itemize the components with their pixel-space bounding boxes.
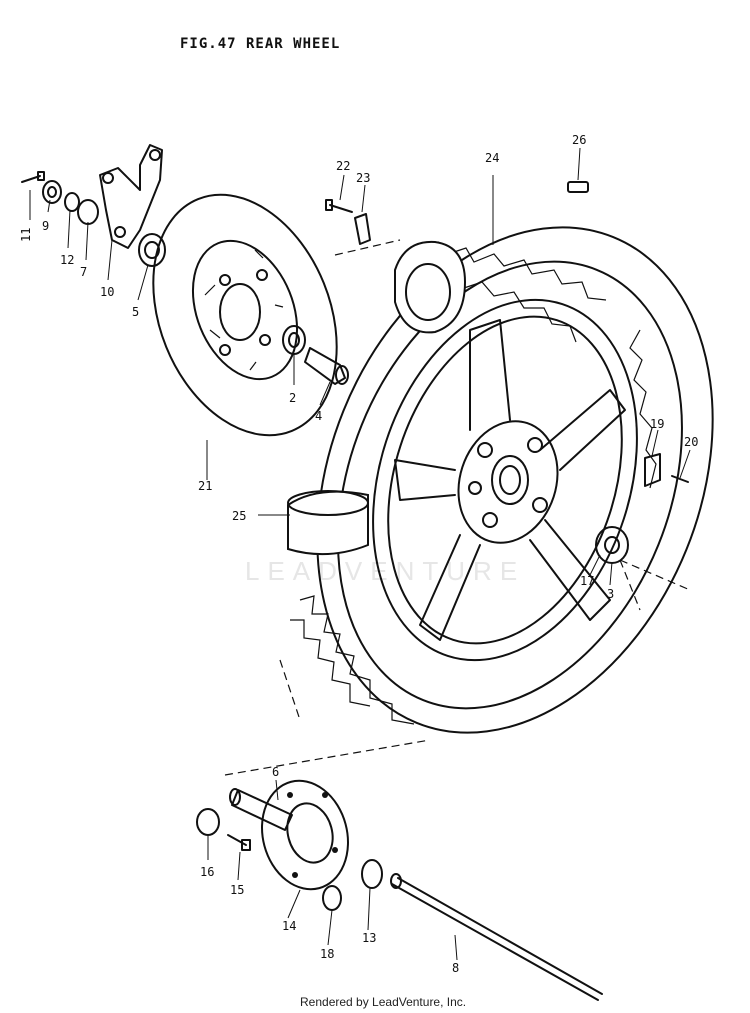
caliper-bracket[interactable] bbox=[99, 144, 163, 249]
lock-washer-23[interactable] bbox=[354, 213, 371, 245]
callout-10: 10 bbox=[100, 285, 114, 299]
callout-8: 8 bbox=[452, 961, 459, 975]
cap-16[interactable] bbox=[196, 808, 220, 836]
callout-25: 25 bbox=[232, 509, 246, 523]
spacer-7[interactable] bbox=[77, 199, 99, 225]
callout-14: 14 bbox=[282, 919, 296, 933]
watermark-text: LEADVENTURE bbox=[245, 556, 525, 586]
stud-15[interactable] bbox=[227, 834, 251, 851]
bolt-20[interactable] bbox=[671, 475, 689, 483]
nut-9[interactable] bbox=[42, 180, 62, 204]
wheel-rim[interactable] bbox=[329, 265, 681, 694]
callout-21: 21 bbox=[198, 479, 212, 493]
bolt-11[interactable] bbox=[21, 171, 45, 183]
tire-section-top bbox=[394, 240, 467, 334]
axle-8[interactable] bbox=[390, 873, 603, 1001]
bolt-22[interactable] bbox=[325, 199, 353, 213]
tire[interactable] bbox=[245, 168, 750, 792]
callout-20: 20 bbox=[684, 435, 698, 449]
valve-cap-26[interactable] bbox=[567, 181, 589, 193]
callout-7: 7 bbox=[80, 265, 87, 279]
callout-12: 12 bbox=[60, 253, 74, 267]
brake-disc[interactable] bbox=[119, 167, 370, 462]
callout-11: 11 bbox=[19, 228, 33, 242]
callout-2: 2 bbox=[289, 391, 296, 405]
bearing-3[interactable] bbox=[595, 526, 629, 564]
callout-4: 4 bbox=[315, 409, 322, 423]
callout-23: 23 bbox=[356, 171, 370, 185]
callout-16: 16 bbox=[200, 865, 214, 879]
washer-12[interactable] bbox=[64, 192, 80, 212]
hub-shaft-6[interactable] bbox=[229, 788, 293, 831]
sprocket-drum[interactable] bbox=[250, 771, 360, 899]
callout-17: 17 bbox=[580, 574, 594, 588]
nut-18[interactable] bbox=[322, 885, 342, 911]
callout-26: 26 bbox=[572, 133, 586, 147]
washer-13[interactable] bbox=[361, 859, 383, 889]
callout-9: 9 bbox=[42, 219, 49, 233]
sleeve-4[interactable] bbox=[304, 347, 349, 385]
balance-weight-19[interactable] bbox=[644, 453, 661, 487]
callout-3: 3 bbox=[607, 587, 614, 601]
callout-18: 18 bbox=[320, 947, 334, 961]
callout-5: 5 bbox=[132, 305, 139, 319]
tire-section-bottom bbox=[287, 490, 369, 556]
footer-credit: Rendered by LeadVenture, Inc. bbox=[300, 995, 467, 1009]
callout-6: 6 bbox=[272, 765, 279, 779]
figure-title: FIG.47 REAR WHEEL bbox=[180, 36, 341, 52]
callout-22: 22 bbox=[336, 159, 350, 173]
wheel-hub bbox=[457, 420, 559, 544]
bearing-5[interactable] bbox=[138, 233, 166, 267]
callout-24: 24 bbox=[485, 151, 499, 165]
callout-15: 15 bbox=[230, 883, 244, 897]
callout-19-wheel: 19 bbox=[650, 417, 664, 431]
callout-13: 13 bbox=[362, 931, 376, 945]
bearing-2[interactable] bbox=[282, 325, 306, 355]
